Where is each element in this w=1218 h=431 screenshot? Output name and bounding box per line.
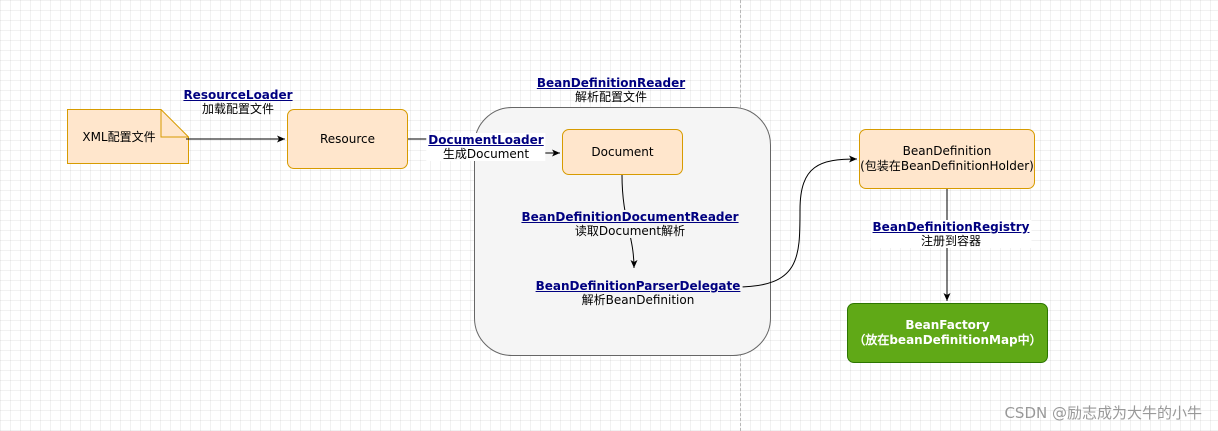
bean-definition-reader-desc: 解析配置文件: [574, 90, 647, 104]
resource-node[interactable]: Resource: [287, 109, 408, 169]
bean-definition-registry-label: BeanDefinitionRegistry 注册到容器: [870, 220, 1032, 248]
bean-factory-label: BeanFactory: [905, 318, 990, 332]
bean-definition-registry-link[interactable]: BeanDefinitionRegistry: [872, 220, 1030, 234]
xml-file-node[interactable]: XML配置文件: [67, 109, 189, 164]
bean-definition-parser-delegate-link[interactable]: BeanDefinitionParserDelegate: [535, 279, 741, 293]
xml-file-label: XML配置文件: [82, 130, 156, 144]
bean-definition-node[interactable]: BeanDefinition (包装在BeanDefinitionHolder): [859, 129, 1035, 189]
bean-definition-document-reader-desc: 读取Document解析: [574, 224, 686, 238]
bean-definition-document-reader-label: BeanDefinitionDocumentReader 读取Document解…: [519, 210, 741, 238]
bean-definition-holder-label: (包装在BeanDefinitionHolder): [860, 159, 1034, 173]
bean-definition-registry-desc: 注册到容器: [920, 234, 982, 248]
bean-factory-map-label: （放在beanDefinitionMap中）: [853, 333, 1042, 347]
bean-definition-reader-label: BeanDefinitionReader 解析配置文件: [537, 76, 685, 104]
edge-parser-to-beandefinition: [735, 155, 858, 288]
document-shape-icon: [67, 109, 189, 164]
bean-factory-node[interactable]: BeanFactory （放在beanDefinitionMap中）: [847, 303, 1048, 363]
document-loader-desc: 生成Document: [442, 147, 530, 161]
bean-definition-reader-link[interactable]: BeanDefinitionReader: [536, 76, 686, 90]
resource-label: Resource: [319, 131, 376, 146]
bean-definition-parser-delegate-label: BeanDefinitionParserDelegate 解析BeanDefin…: [533, 279, 743, 307]
resource-loader-desc: 加载配置文件: [201, 102, 274, 116]
resource-loader-link[interactable]: ResourceLoader: [183, 88, 293, 102]
document-loader-label: DocumentLoader 生成Document: [426, 133, 546, 161]
document-label: Document: [591, 144, 654, 159]
bean-definition-label: BeanDefinition: [902, 144, 992, 158]
watermark: CSDN @励志成为大牛的小牛: [1004, 404, 1202, 422]
document-loader-link[interactable]: DocumentLoader: [428, 133, 544, 147]
bean-definition-parser-delegate-desc: 解析BeanDefinition: [581, 293, 695, 307]
resource-loader-label: ResourceLoader 加载配置文件: [183, 88, 292, 116]
document-node[interactable]: Document: [562, 129, 683, 175]
bean-definition-document-reader-link[interactable]: BeanDefinitionDocumentReader: [521, 210, 739, 224]
